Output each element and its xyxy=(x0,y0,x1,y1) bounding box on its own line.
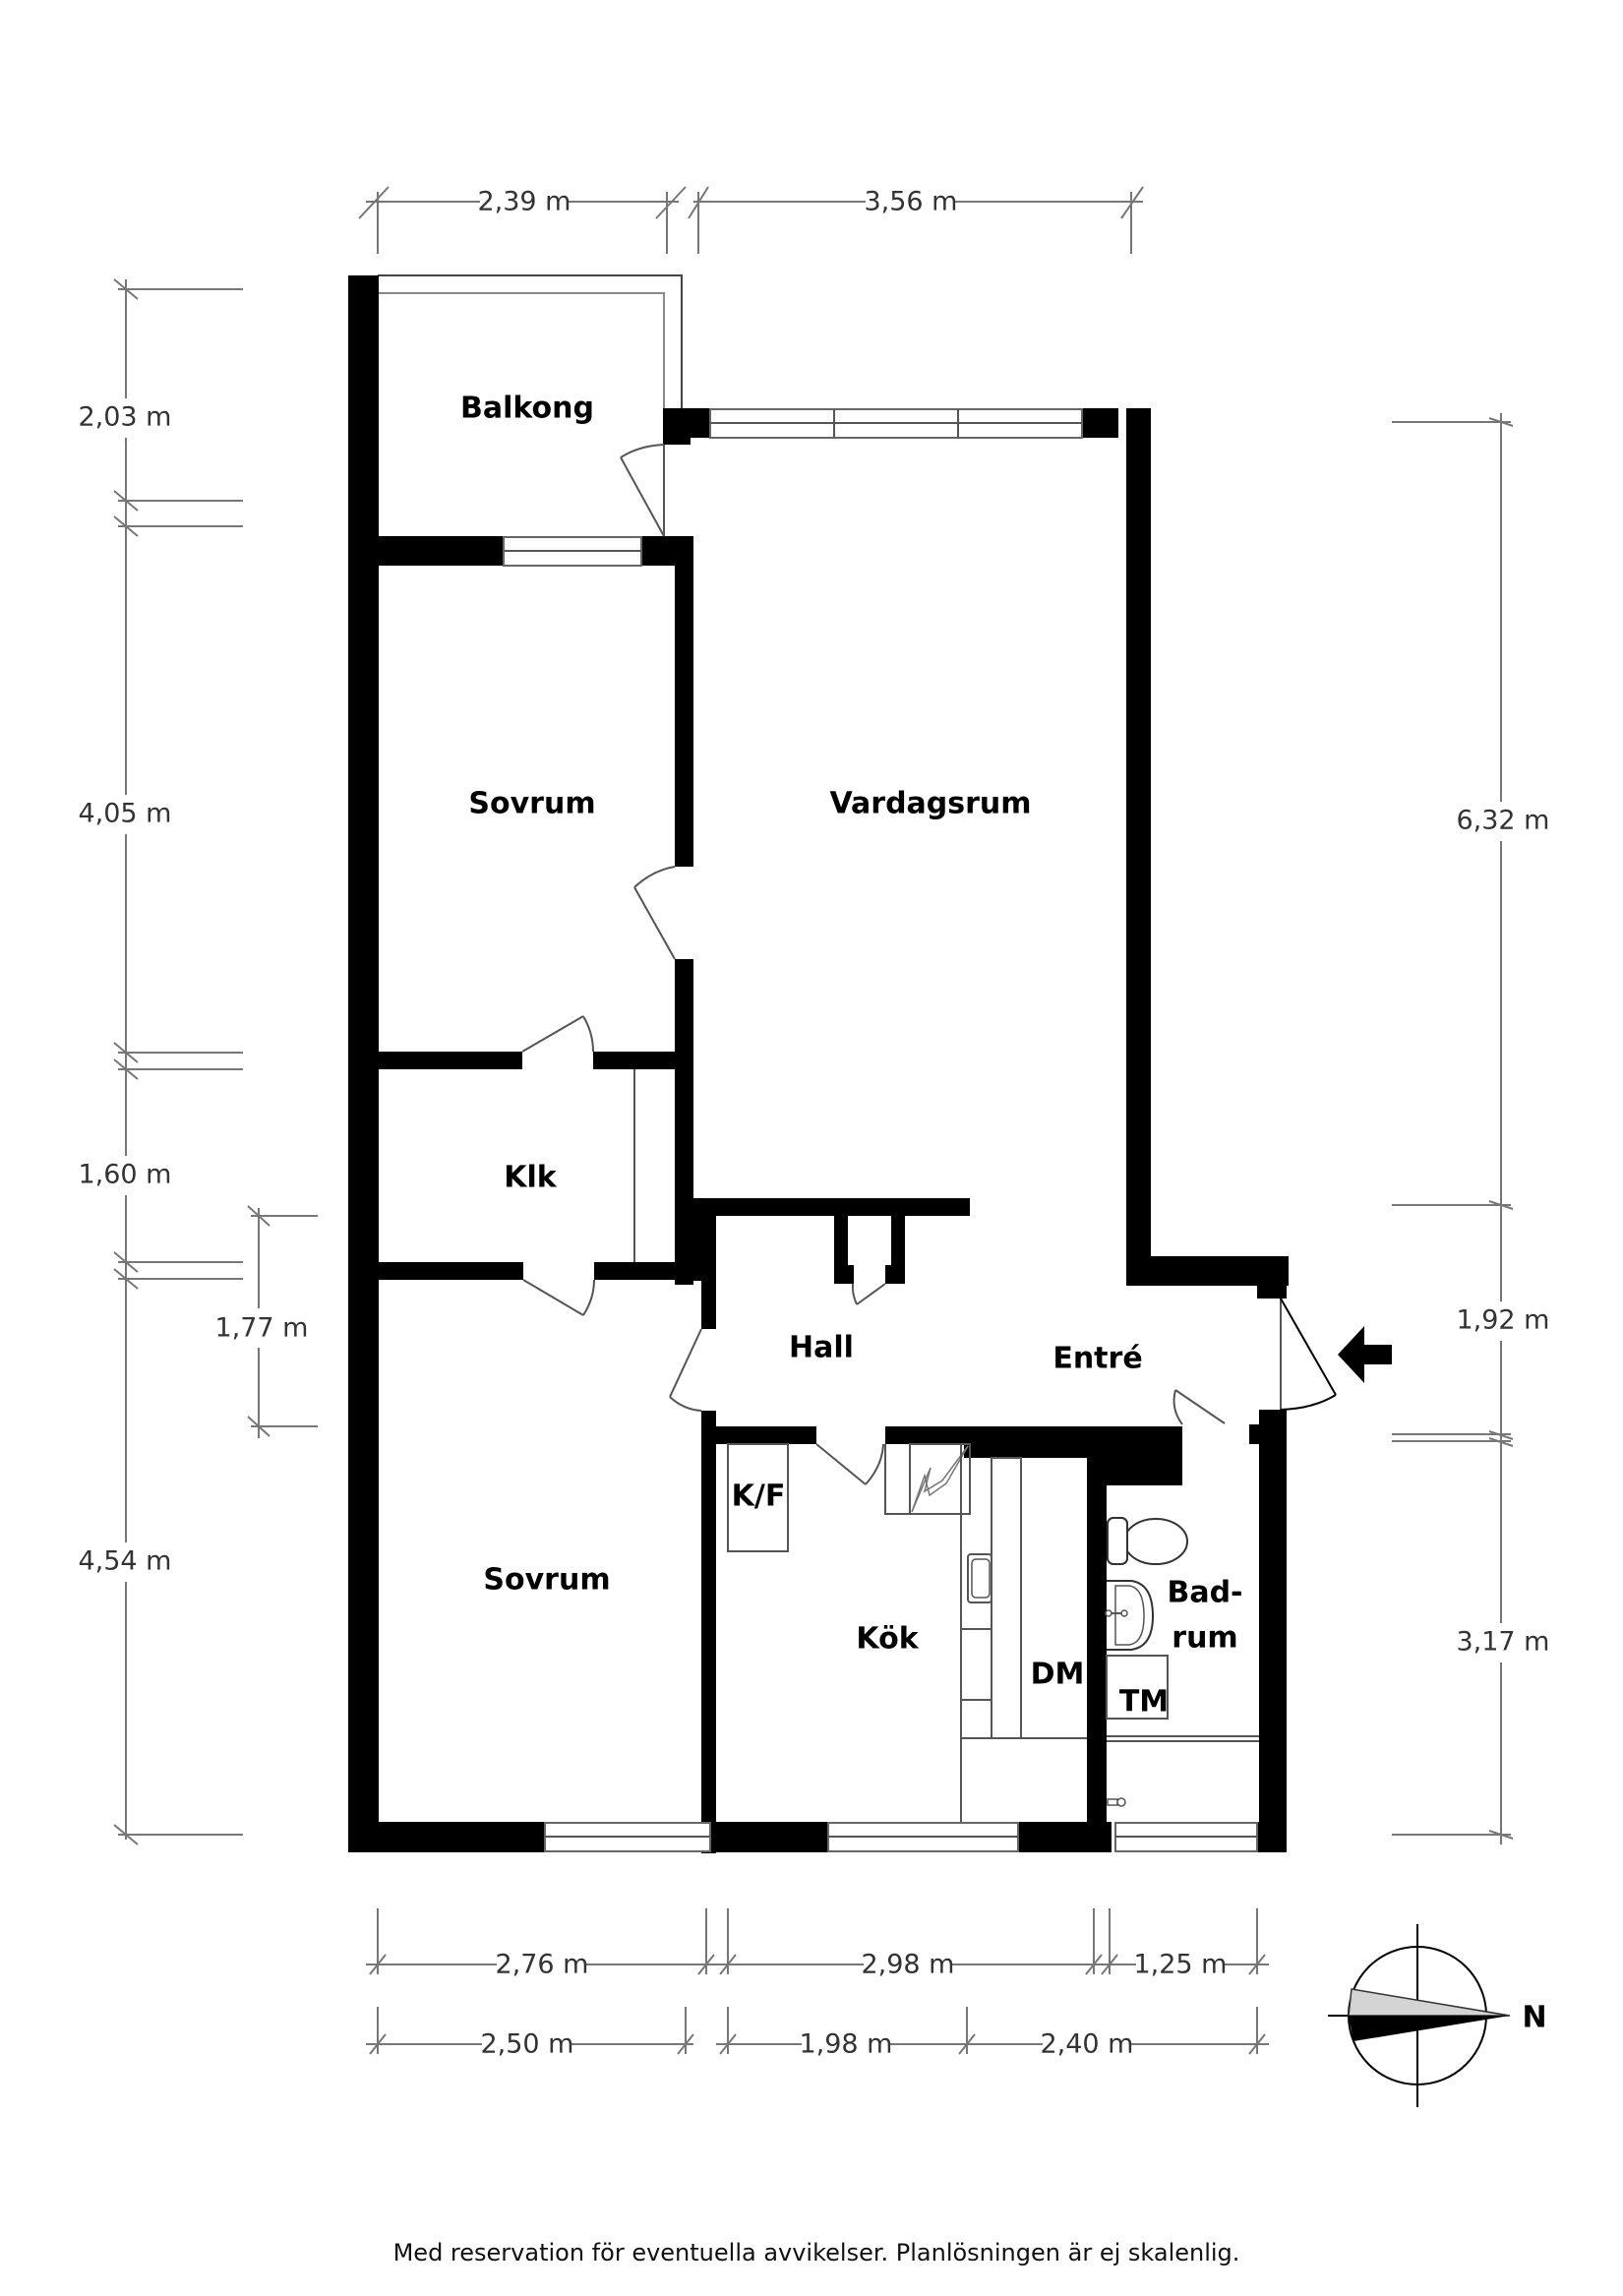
dim-top-vardagsrum: 3,56 m xyxy=(864,187,957,217)
door-klk-bottom[interactable] xyxy=(522,1279,595,1316)
sink-icon xyxy=(967,1553,992,1603)
toilet-icon xyxy=(1107,1517,1188,1565)
door-klk-top[interactable] xyxy=(521,1015,594,1053)
room-kok: Kök xyxy=(856,1622,919,1657)
dimension-top: 2,39 m 3,56 m xyxy=(358,186,1144,254)
door-hall-closet[interactable] xyxy=(851,1283,886,1305)
dim-left-sovrum: 4,05 m xyxy=(78,799,171,829)
room-labels: Balkong Sovrum Vardagsrum Klk Hall Entré… xyxy=(460,392,1243,1720)
dim-right-entre: 1,92 m xyxy=(1456,1305,1549,1336)
door-balkong[interactable] xyxy=(620,444,665,537)
dim-bottom-entre-inner: 2,40 m xyxy=(1040,2029,1133,2060)
dim-bottom-sovrum-inner: 2,50 m xyxy=(480,2029,573,2060)
dim-bottom-kok: 2,98 m xyxy=(861,1950,954,1980)
dimension-right: 6,32 m 1,92 m 3,17 m xyxy=(1392,413,1559,1844)
door-kok[interactable] xyxy=(815,1443,884,1485)
dim-left-klk: 1,60 m xyxy=(78,1160,171,1190)
entry-arrow-icon xyxy=(1338,1326,1392,1383)
room-sovrum-lower: Sovrum xyxy=(483,1563,610,1598)
compass-north-label: N xyxy=(1522,2001,1546,2035)
dim-right-vardagsrum: 6,32 m xyxy=(1456,806,1549,836)
walls xyxy=(348,275,1289,1853)
room-sovrum-upper: Sovrum xyxy=(468,787,595,821)
door-sovrum-lower[interactable] xyxy=(669,1328,702,1412)
room-badrum-line1: Bad- xyxy=(1167,1576,1242,1610)
fixtures xyxy=(633,1069,1259,1822)
door-entre[interactable] xyxy=(1280,1298,1337,1411)
balcony-railing xyxy=(378,274,683,408)
room-entre: Entré xyxy=(1052,1342,1142,1376)
room-klk: Klk xyxy=(504,1161,558,1195)
dim-left-balkong: 2,03 m xyxy=(78,402,171,433)
dim-top-balkong: 2,39 m xyxy=(477,187,571,217)
dim-left-sovrum-lower: 4,54 m xyxy=(78,1546,171,1577)
room-balkong: Balkong xyxy=(460,392,594,426)
dim-bottom-kok-inner: 1,98 m xyxy=(799,2029,892,2060)
dimension-bottom: 2,76 m 2,98 m 1,25 m 2,50 m 1,98 m 2,40 … xyxy=(366,1908,1269,2061)
dim-bottom-sovrum: 2,76 m xyxy=(495,1950,588,1980)
dim-bottom-badrum: 1,25 m xyxy=(1133,1950,1227,1980)
door-badrum[interactable] xyxy=(1172,1389,1226,1425)
room-kf: K/F xyxy=(732,1480,786,1514)
compass: N xyxy=(1328,1924,1547,2107)
doors xyxy=(521,444,1337,1485)
room-hall: Hall xyxy=(789,1331,854,1365)
dim-left-hall: 1,77 m xyxy=(214,1313,308,1344)
disclaimer: Med reservation för eventuella avvikelse… xyxy=(393,2239,1240,2266)
washbasin-icon xyxy=(1105,1580,1155,1651)
door-sovrum-upper[interactable] xyxy=(633,866,676,960)
shower-icon xyxy=(1107,1797,1126,1807)
room-tm: TM xyxy=(1119,1685,1169,1720)
stove-icon xyxy=(909,1443,971,1515)
room-vardagsrum: Vardagsrum xyxy=(829,787,1031,821)
room-badrum-line2: rum xyxy=(1172,1621,1237,1656)
room-dm: DM xyxy=(1031,1658,1085,1692)
dim-right-badrum: 3,17 m xyxy=(1456,1627,1549,1658)
windows xyxy=(503,408,1258,1852)
fridge-freezer xyxy=(727,1443,789,1552)
dm-column xyxy=(991,1457,1022,1739)
dimension-left: 2,03 m 4,05 m 1,60 m 4,54 m 1,77 m xyxy=(69,278,318,1845)
washing-machine xyxy=(1106,1655,1169,1720)
